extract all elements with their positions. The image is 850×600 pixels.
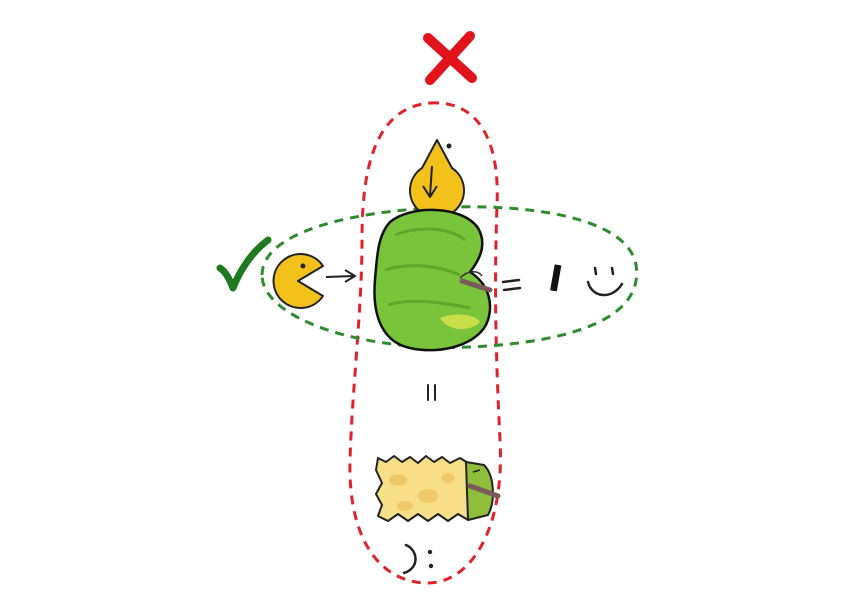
apple-core-icon — [375, 455, 501, 522]
red-dashed-outline — [348, 101, 502, 585]
sad-face-icon — [402, 543, 434, 575]
pacman-icon — [272, 253, 324, 309]
apple-core-stem — [467, 483, 501, 499]
apple-icon — [373, 208, 493, 352]
equals-icon — [427, 384, 436, 401]
check-mark-icon — [216, 236, 272, 292]
smiley-icon — [586, 266, 624, 297]
pacman-icon — [409, 139, 465, 219]
arrow-icon — [325, 269, 356, 283]
green-dashed-outline — [260, 205, 639, 349]
result-text: I — [545, 258, 565, 301]
cross-mark-icon — [423, 31, 477, 85]
arrow-icon — [422, 165, 438, 198]
equals-icon — [501, 278, 522, 292]
apple-stem — [459, 278, 493, 293]
